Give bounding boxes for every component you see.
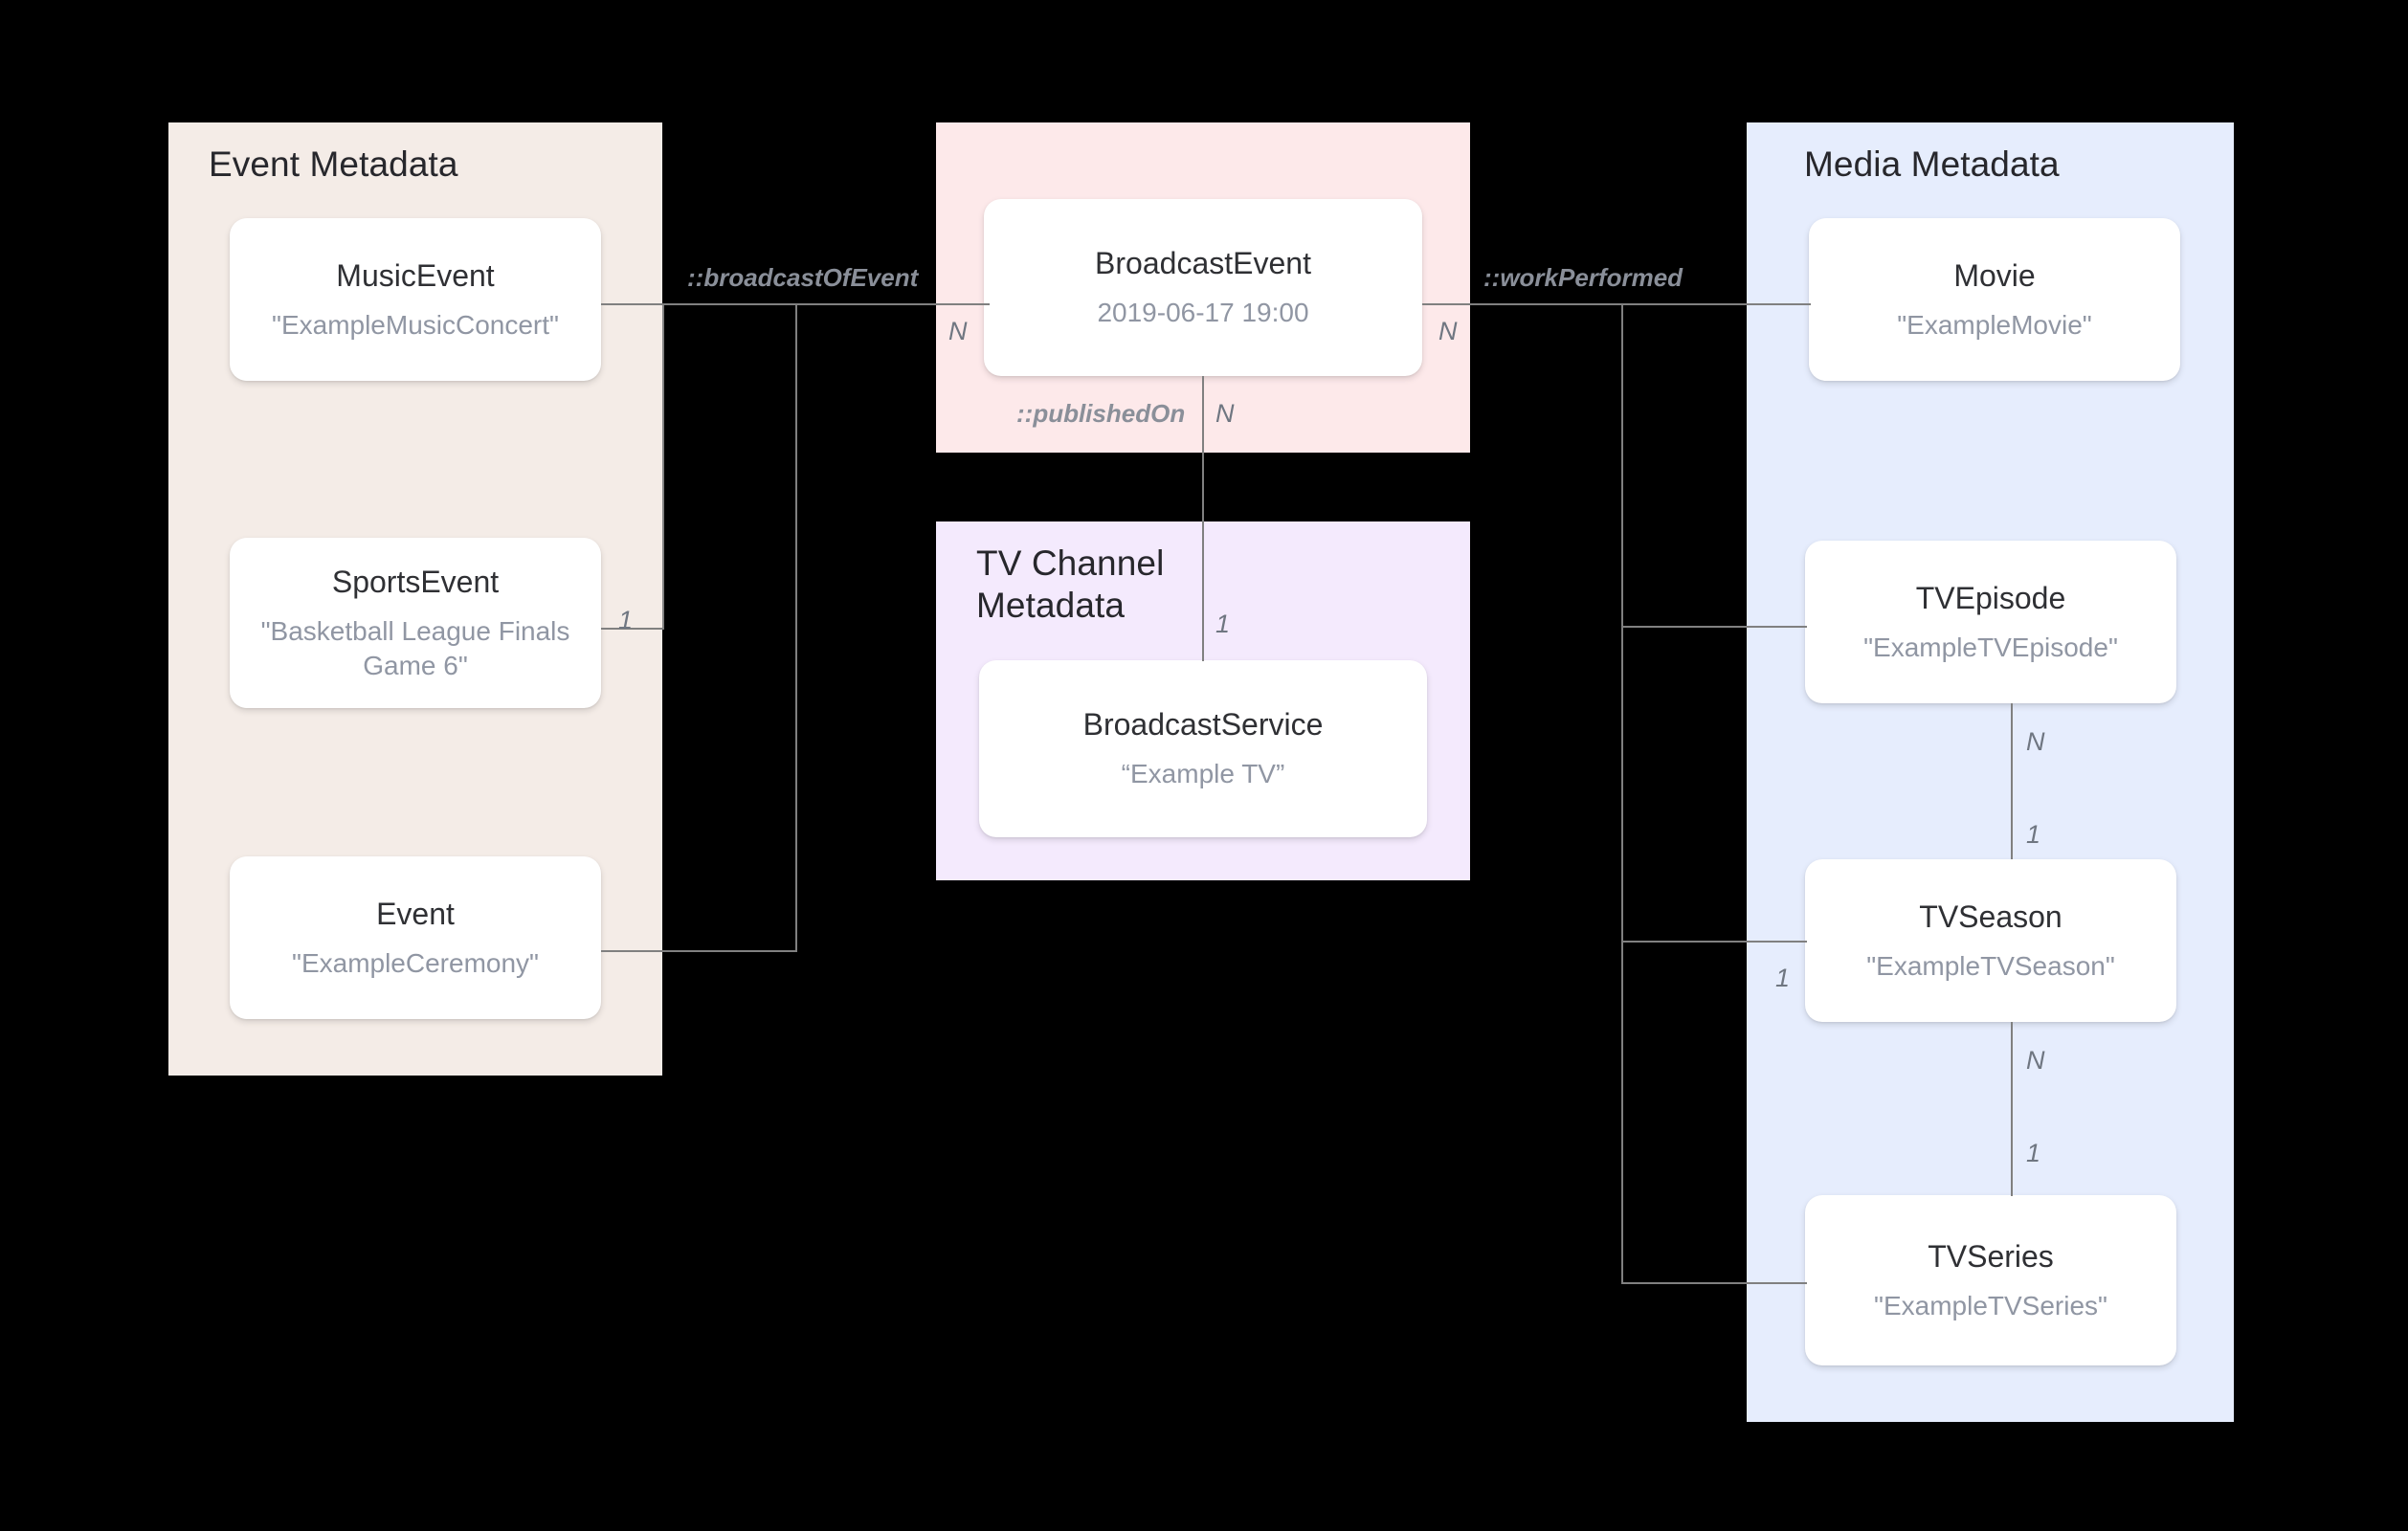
entity-card-sports-event[interactable]: SportsEvent "Basketball League Finals Ga…: [230, 538, 601, 708]
entity-type-label: BroadcastService: [1082, 707, 1324, 743]
entity-card-event[interactable]: Event "ExampleCeremony": [230, 856, 601, 1019]
cardinality-n-episode-season: N: [2026, 727, 2045, 756]
entity-type-label: BroadcastEvent: [1095, 246, 1311, 281]
group-tv-channel-metadata-title: TV Channel Metadata: [976, 544, 1165, 625]
entity-type-label: TVEpisode: [1915, 580, 2066, 615]
entity-value-label: "ExampleCeremony": [292, 947, 539, 978]
connector-trunk-left-inner: [662, 303, 664, 629]
group-media-metadata-title: Media Metadata: [1804, 144, 2060, 184]
entity-type-label: TVSeason: [1919, 899, 2062, 934]
cardinality-one-broadcast-service: 1: [1215, 610, 1231, 638]
entity-value-label: “Example TV”: [1121, 759, 1285, 789]
entity-type-label: Event: [376, 896, 455, 931]
connector-broadcast-event-to-service: [1202, 376, 1204, 661]
edge-label-published-on: ::publishedOn: [1016, 399, 1186, 428]
cardinality-n-published-on: N: [1215, 399, 1235, 428]
connector-trunk-left-outer: [795, 303, 797, 952]
connector-event-branch: [601, 950, 797, 952]
connector-branch-tv-season: [1621, 941, 1807, 943]
entity-card-broadcast-service[interactable]: BroadcastService “Example TV”: [979, 660, 1427, 837]
connector-tv-episode-to-tv-season: [2011, 703, 2013, 859]
entity-value-label: "Basketball League Finals Game 6": [260, 616, 570, 680]
group-event-metadata-title: Event Metadata: [209, 144, 458, 184]
connector-tv-season-to-tv-series: [2011, 1022, 2013, 1196]
entity-type-label: MusicEvent: [336, 257, 495, 293]
entity-value-label: "ExampleMovie": [1897, 309, 2092, 340]
connector-branch-tv-series: [1621, 1282, 1807, 1284]
entity-value-label: "ExampleTVEpisode": [1863, 632, 2118, 662]
entity-type-label: TVSeries: [1928, 1238, 2054, 1274]
edge-label-work-performed: ::workPerformed: [1483, 263, 1683, 292]
edge-label-broadcast-of-event: ::broadcastOfEvent: [687, 263, 919, 292]
entity-type-label: Movie: [1953, 257, 2036, 293]
cardinality-one-season-series: 1: [2026, 1139, 2041, 1167]
entity-card-tv-episode[interactable]: TVEpisode "ExampleTVEpisode": [1805, 541, 2176, 703]
entity-card-tv-series[interactable]: TVSeries "ExampleTVSeries": [1805, 1195, 2176, 1365]
entity-card-music-event[interactable]: MusicEvent "ExampleMusicConcert": [230, 218, 601, 381]
cardinality-one-season-left: 1: [1775, 964, 1791, 992]
cardinality-one-sports-event: 1: [618, 606, 634, 634]
entity-card-broadcast-event[interactable]: BroadcastEvent 2019-06-17 19:00: [984, 199, 1422, 376]
entity-value-label: 2019-06-17 19:00: [1097, 298, 1309, 328]
cardinality-n-broadcast-left: N: [948, 317, 968, 345]
cardinality-n-broadcast-right: N: [1438, 317, 1458, 345]
entity-value-label: "ExampleTVSeries": [1874, 1290, 2107, 1320]
connector-trunk-right: [1621, 303, 1623, 1284]
connector-broadcast-event-to-media: [1422, 303, 1811, 305]
entity-card-movie[interactable]: Movie "ExampleMovie": [1809, 218, 2180, 381]
cardinality-one-episode-season: 1: [2026, 820, 2041, 849]
entity-card-tv-season[interactable]: TVSeason "ExampleTVSeason": [1805, 859, 2176, 1022]
entity-value-label: "ExampleMusicConcert": [272, 309, 559, 340]
entity-value-label: "ExampleTVSeason": [1866, 950, 2115, 981]
connector-sports-event-branch: [601, 628, 664, 630]
entity-type-label: SportsEvent: [331, 565, 500, 600]
cardinality-n-season-series: N: [2026, 1046, 2045, 1075]
connector-branch-tv-episode: [1621, 626, 1807, 628]
